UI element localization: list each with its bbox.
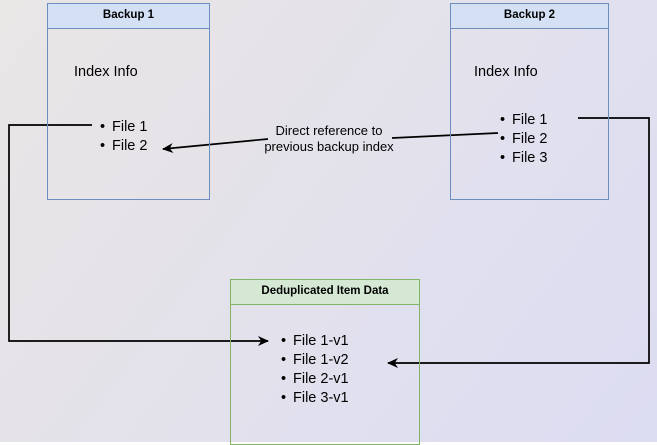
edge-label-line-1: Direct reference to [275, 123, 383, 138]
backup-1-file-list: File 1 File 2 [96, 118, 148, 156]
edge-label-direct-reference: Direct reference to previous backup inde… [249, 123, 409, 155]
dedup-body: File 1-v1 File 1-v2 File 2-v1 File 3-v1 [231, 305, 419, 445]
backup-2-file-list: File 1 File 2 File 3 [496, 111, 548, 168]
backup-1-index-info-label: Index Info [74, 63, 138, 80]
backup-2-title: Backup 2 [451, 4, 608, 29]
node-backup-2[interactable]: Backup 2 Index Info File 1 File 2 File 3 [450, 3, 609, 200]
node-backup-1[interactable]: Backup 1 Index Info File 1 File 2 [47, 3, 210, 200]
list-item: File 2 [500, 130, 548, 149]
list-item: File 1-v1 [281, 332, 349, 351]
list-item: File 2 [100, 137, 148, 156]
backup-1-body: Index Info File 1 File 2 [48, 29, 209, 200]
list-item: File 2-v1 [281, 370, 349, 389]
list-item: File 1 [500, 111, 548, 130]
list-item: File 1 [100, 118, 148, 137]
edge-label-line-2: previous backup index [264, 139, 394, 154]
list-item: File 3 [500, 149, 548, 168]
backup-1-title: Backup 1 [48, 4, 209, 29]
backup-2-body: Index Info File 1 File 2 File 3 [451, 29, 608, 200]
list-item: File 3-v1 [281, 389, 349, 408]
backup-2-index-info-label: Index Info [474, 63, 538, 80]
dedup-title: Deduplicated Item Data [231, 280, 419, 305]
node-deduplicated-item-data[interactable]: Deduplicated Item Data File 1-v1 File 1-… [230, 279, 420, 445]
dedup-file-list: File 1-v1 File 1-v2 File 2-v1 File 3-v1 [277, 332, 349, 408]
list-item: File 1-v2 [281, 351, 349, 370]
